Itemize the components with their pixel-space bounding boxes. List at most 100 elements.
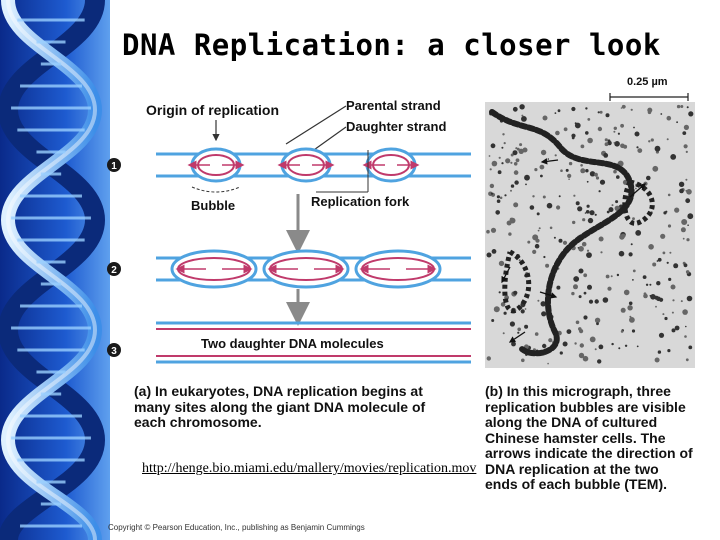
micrograph-speckle (558, 238, 563, 243)
micrograph-speckle (568, 178, 570, 180)
micrograph-speckle (589, 171, 596, 177)
micrograph-speckle (563, 127, 568, 132)
micrograph-speckle (537, 229, 540, 232)
micrograph-speckle (598, 190, 601, 193)
micrograph-speckle (671, 311, 674, 314)
step-3-badge: 3 (107, 343, 121, 357)
micrograph-speckle (610, 275, 613, 278)
micrograph-speckle (521, 114, 524, 117)
micrograph-speckle (497, 170, 502, 175)
micrograph-speckle (562, 240, 568, 245)
micrograph-speckle (632, 279, 634, 281)
micrograph-speckle (686, 189, 692, 195)
micrograph-speckle (599, 179, 606, 185)
micrograph-speckle (629, 317, 635, 323)
micrograph-speckle (683, 124, 689, 130)
micrograph-speckle (657, 257, 662, 262)
parental-strand-label: Parental strand (346, 98, 441, 113)
micrograph-speckle (542, 115, 548, 121)
micrograph-speckle (518, 259, 521, 262)
micrograph-speckle (499, 196, 503, 200)
micrograph-speckle (501, 146, 504, 149)
micrograph-speckle (603, 153, 609, 158)
micrograph-speckle (571, 291, 575, 296)
micrograph-speckle (511, 341, 516, 347)
micrograph-speckle (582, 218, 586, 222)
micrograph-speckle (543, 255, 546, 259)
micrograph-speckle (620, 330, 624, 333)
micrograph-speckle (501, 162, 504, 165)
micrograph-speckle (585, 169, 589, 173)
micrograph-speckle (685, 358, 689, 362)
micrograph-speckle (486, 252, 492, 258)
micrograph-speckle (606, 210, 610, 214)
micrograph-speckle (671, 328, 676, 333)
micrograph-speckle (680, 227, 686, 233)
micrograph-speckle (532, 195, 535, 198)
micrograph-speckle (628, 301, 633, 306)
micrograph-speckle (621, 104, 626, 109)
micrograph-speckle (488, 191, 493, 197)
micrograph-speckle (634, 131, 640, 137)
micrograph-speckle (620, 107, 623, 109)
micrograph-speckle (604, 142, 609, 147)
micrograph-speckle (556, 285, 561, 290)
micrograph-speckle (541, 311, 547, 317)
helix-strand-front (0, 0, 103, 540)
micrograph-speckle (636, 345, 639, 348)
micrograph-speckle (594, 213, 597, 216)
micrograph-speckle (613, 130, 616, 133)
micrograph-speckle (685, 178, 688, 181)
movie-link[interactable]: http://henge.bio.miami.edu/mallery/movie… (142, 461, 477, 476)
micrograph-speckle (604, 138, 608, 142)
micrograph-speckle (589, 336, 596, 343)
micrograph-speckle (496, 195, 500, 199)
micrograph-speckle (676, 104, 681, 109)
micrograph-speckle (587, 217, 594, 224)
micrograph-speckle (540, 174, 543, 178)
micrograph-speckle (620, 123, 624, 128)
micrograph-speckle (658, 332, 665, 338)
micrograph-speckle (496, 199, 501, 203)
micrograph-speckle (582, 355, 589, 362)
micrograph-speckle (664, 316, 668, 321)
micrograph-speckle (517, 331, 520, 334)
micrograph-speckle (583, 291, 587, 295)
dna-stage-3 (156, 321, 471, 364)
micrograph-speckle (654, 357, 660, 363)
micrograph-speckle (623, 289, 630, 296)
micrograph-speckle (607, 139, 611, 143)
micrograph-speckle (578, 268, 584, 274)
micrograph-speckle (674, 325, 680, 331)
micrograph-speckle (585, 107, 588, 110)
micrograph-speckle (583, 315, 588, 320)
micrograph-speckle (624, 344, 628, 347)
micrograph-speckle (670, 284, 676, 290)
micrograph-speckle (490, 227, 497, 233)
micrograph-speckle (682, 131, 687, 135)
micrograph-speckle (513, 170, 519, 175)
daughter-strand-label: Daughter strand (346, 119, 446, 134)
micrograph-speckle (540, 149, 547, 156)
micrograph-speckle (558, 195, 561, 198)
micrograph-speckle (655, 305, 657, 308)
micrograph-speckle (594, 317, 601, 323)
micrograph-speckle (500, 302, 506, 307)
micrograph-speckle (670, 154, 677, 160)
micrograph-speckle (594, 299, 599, 304)
micrograph-speckle (618, 347, 621, 350)
micrograph-speckle (574, 122, 577, 125)
micrograph-speckle (512, 150, 518, 156)
micrograph-speckle (633, 126, 635, 129)
micrograph-speckle (540, 301, 546, 307)
micrograph-speckle (613, 126, 617, 130)
micrograph-speckle (685, 270, 690, 274)
micrograph-speckle (525, 183, 527, 186)
micrograph-speckle (668, 277, 672, 281)
micrograph-speckle (620, 143, 625, 149)
micrograph-speckle (573, 276, 580, 282)
micrograph-speckle (685, 325, 687, 328)
micrograph-speckle (542, 195, 546, 199)
micrograph-speckle (517, 327, 521, 332)
micrograph-speckle (583, 273, 588, 278)
